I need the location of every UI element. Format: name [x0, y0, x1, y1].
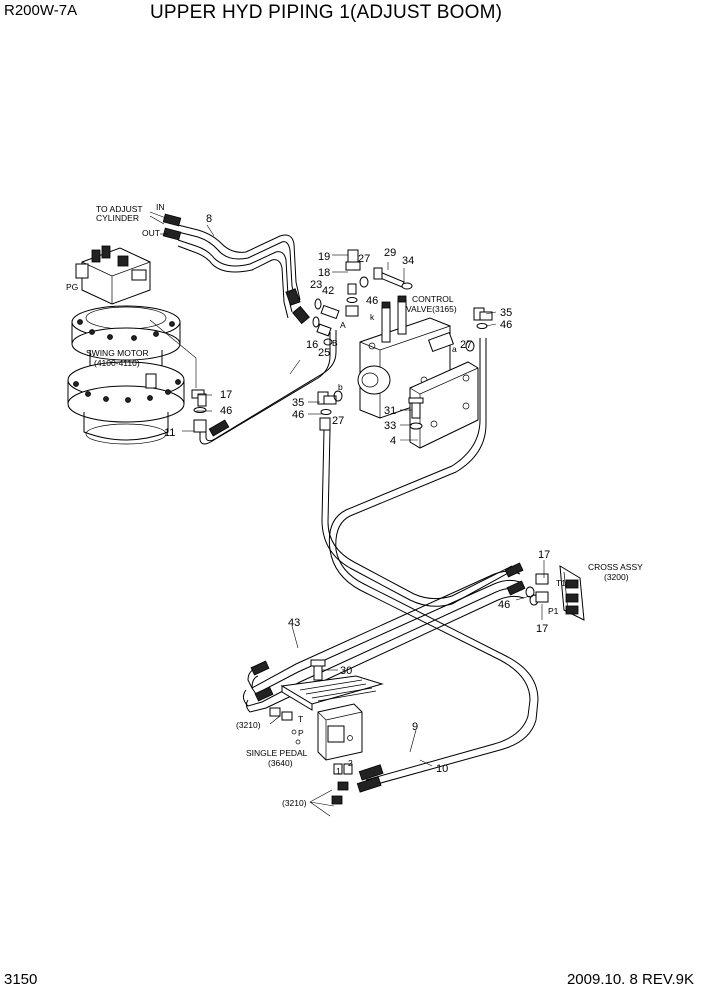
label-port-2: 2 [348, 758, 353, 768]
callout-33: 33 [384, 420, 396, 432]
page-title: UPPER HYD PIPING 1(ADJUST BOOM) [150, 2, 503, 23]
fittings-19-18-27 [345, 249, 369, 317]
callout-10: 10 [436, 763, 448, 775]
callout-27-top: 27 [358, 253, 370, 265]
model-number: R200W-7A [4, 2, 78, 19]
label-to-adjust: TO ADJUST [96, 204, 143, 214]
label-cylinder: CYLINDER [96, 213, 139, 223]
hoses-9-10 [321, 338, 539, 793]
label-port-P1: P1 [548, 606, 559, 616]
callout-46-top: 46 [366, 295, 378, 307]
revision-date: 2009.10. 8 REV.9K [566, 971, 694, 988]
callout-27-right: 27 [460, 339, 472, 351]
callout-31: 31 [384, 405, 396, 417]
callout-4: 4 [390, 435, 396, 447]
callout-18: 18 [318, 267, 330, 279]
bolt-31-washer-33 [408, 397, 424, 430]
label-port-out: OUT [142, 228, 160, 238]
callout-23: 23 [310, 279, 322, 291]
label-swing-motor-ref: (4100-4110) [94, 358, 140, 368]
label-ref-3210-bottom: (3210) [282, 798, 307, 808]
callout-46-motor: 46 [220, 405, 232, 417]
swing-motor-assembly [67, 245, 197, 445]
label-port-B: B [332, 338, 338, 348]
callout-numbers: 8 19 27 29 34 18 23 42 46 16 25 35 46 27… [164, 213, 550, 775]
callout-17-cross-bottom: 17 [536, 623, 548, 635]
callout-27-left: 27 [332, 415, 344, 427]
fittings-23-42-16-25 [312, 298, 340, 346]
hose-11 [199, 330, 337, 445]
callout-35-left: 35 [292, 397, 304, 409]
callout-25: 25 [318, 347, 330, 359]
callout-30: 30 [340, 665, 352, 677]
fittings-35-46-27-right [465, 307, 493, 352]
callout-42: 42 [322, 285, 334, 297]
valve-bracket [409, 361, 479, 449]
label-pg: PG [66, 282, 78, 292]
callout-29: 29 [384, 247, 396, 259]
callout-9: 9 [412, 721, 418, 733]
callout-17-motor: 17 [220, 389, 232, 401]
callout-34: 34 [402, 255, 414, 267]
label-port-k: k [370, 312, 375, 322]
label-cross-assy: CROSS ASSY [588, 562, 643, 572]
fittings-35-46-27-left [317, 390, 343, 431]
callout-46-cross: 46 [498, 599, 510, 611]
label-port-T1: T1 [556, 578, 566, 588]
label-port-P: P [298, 728, 304, 738]
hose-8 [162, 213, 310, 325]
callout-35-right: 35 [500, 307, 512, 319]
label-port-in: IN [156, 202, 165, 212]
diagram-labels: TO ADJUST CYLINDER IN OUT PG SWING MOTOR… [66, 202, 643, 808]
label-single-pedal-ref: (3640) [268, 758, 293, 768]
callout-8: 8 [206, 213, 212, 225]
label-cross-assy-ref: (3200) [604, 572, 629, 582]
callout-11: 11 [164, 427, 175, 439]
hose-8-end-fittings [162, 213, 310, 325]
motor-bolts [73, 319, 181, 403]
label-control-valve-ref: VALVE(3165) [406, 304, 457, 314]
single-pedal [269, 659, 384, 805]
label-ref-3210-top: (3210) [236, 720, 261, 730]
label-port-T: T [298, 714, 303, 724]
label-swing-motor: SWING MOTOR [86, 348, 149, 358]
callout-19: 19 [318, 251, 330, 263]
callout-leaders [149, 211, 545, 817]
callout-16: 16 [306, 339, 318, 351]
label-port-A: A [340, 320, 346, 330]
label-port-b: b [338, 382, 343, 392]
page-number: 3150 [4, 971, 38, 988]
cross-assy [525, 565, 585, 621]
label-single-pedal: SINGLE PEDAL [246, 748, 308, 758]
callout-17-cross-top: 17 [538, 549, 550, 561]
bolt-29-washer-34 [373, 267, 413, 290]
callout-46-right: 46 [500, 319, 512, 331]
label-control-valve: CONTROL [412, 294, 454, 304]
label-port-1: 1 [336, 766, 341, 776]
callout-46-left: 46 [292, 409, 304, 421]
callout-43: 43 [288, 617, 300, 629]
hose-43 [242, 562, 526, 713]
label-port-a: a [452, 344, 457, 354]
